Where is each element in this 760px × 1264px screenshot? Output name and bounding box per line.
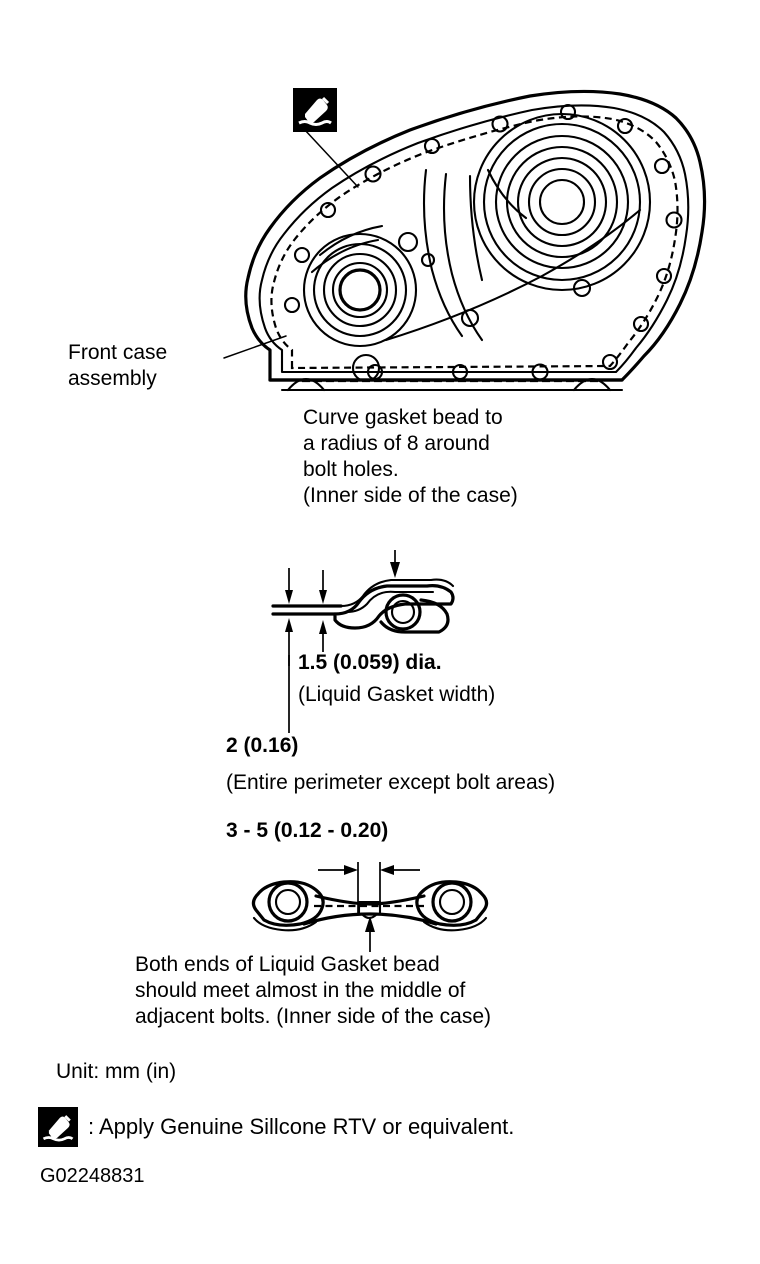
front-case-label: Front case assembly <box>68 341 168 390</box>
bead-ends-detail <box>240 848 500 958</box>
sealant-applicator-icon <box>293 88 337 132</box>
perimeter-dim: 2 (0.16) <box>226 734 299 757</box>
unit-note: Unit: mm (in) <box>56 1060 177 1083</box>
sealant-icon-leader <box>300 125 380 205</box>
bead-diameter-subnote: (Liquid Gasket width) <box>298 683 496 706</box>
bead-ends-note: Both ends of Liquid Gasket bead should m… <box>135 953 492 1028</box>
perimeter-subnote: (Entire perimeter except bolt areas) <box>226 771 556 794</box>
curve-radius-note: Curve gasket bead to a radius of 8 aroun… <box>303 406 518 507</box>
gap-dim: 3 - 5 (0.12 - 0.20) <box>226 819 389 842</box>
sealant-legend: : Apply Genuine Sillcone RTV or equivale… <box>38 1107 514 1147</box>
sealant-legend-text: : Apply Genuine Sillcone RTV or equivale… <box>88 1114 515 1139</box>
front-case-drawing <box>244 89 707 392</box>
bead-section-drawing <box>271 550 455 666</box>
bead-section-detail <box>255 548 465 666</box>
front-case-leader <box>222 330 312 376</box>
drawing-number: G02248831 <box>40 1165 145 1187</box>
bead-diameter-dim: 1.5 (0.059) dia. <box>298 651 442 674</box>
sealant-icon-callout <box>293 88 337 132</box>
sealant-applicator-icon <box>38 1107 78 1147</box>
bead-ends-drawing <box>251 862 489 952</box>
perimeter-dim-leader <box>283 655 297 735</box>
front-case-illustration <box>170 50 730 400</box>
